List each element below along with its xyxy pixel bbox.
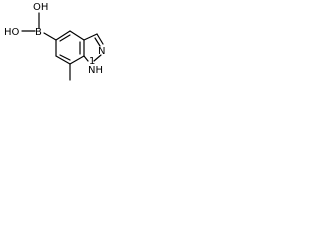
bond-pyrazole-4: [83, 55, 89, 62]
bond-pyrazole-2: [96, 33, 104, 45]
structure-diagram: OH HO B N 1 NH: [4, 2, 105, 81]
bond-pyrazole-double: [94, 37, 101, 47]
label-nh-atom: NH: [88, 65, 103, 76]
label-n-ring: N: [98, 46, 105, 57]
bond-set: [21, 12, 104, 81]
label-oh-left: HO: [4, 27, 20, 38]
bond-ring-5: [55, 55, 71, 65]
label-nh-number: 1: [89, 56, 95, 67]
bond-pyrazole-3: [93, 54, 102, 62]
label-oh-top: OH: [33, 2, 48, 13]
label-boron: B: [35, 27, 42, 38]
bond-ring-double-1: [59, 34, 71, 42]
bond-ring-2: [69, 30, 85, 41]
bond-ring-1: [55, 30, 71, 41]
bond-ring-4: [69, 55, 85, 65]
bond-ring-double-3: [59, 54, 71, 61]
bond-pyrazole-1: [83, 33, 98, 41]
bond-b-ring: [43, 32, 57, 41]
